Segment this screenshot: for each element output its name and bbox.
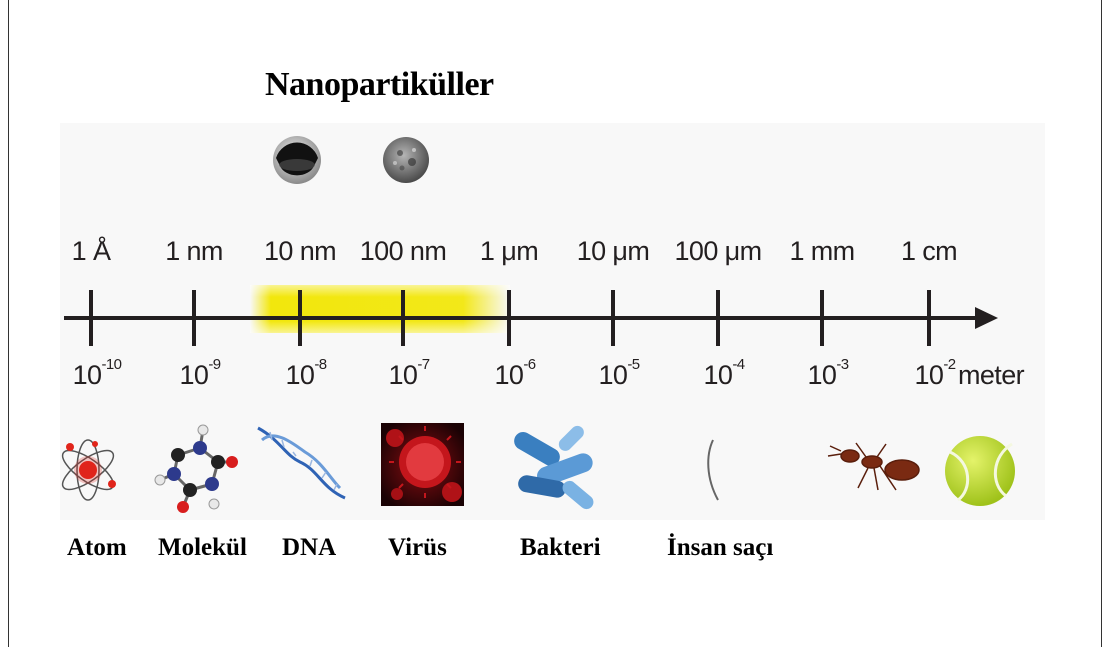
exponent-power: -9 (208, 356, 220, 373)
axis-arrow-head (975, 307, 998, 329)
exponent-base: 10 (495, 360, 524, 390)
exponent-power: -6 (523, 356, 535, 373)
scale-exponent-label: 10-2 (915, 360, 956, 391)
tennis-ball-icon (945, 436, 1015, 506)
scale-exponent-label: 10-9 (180, 360, 221, 391)
scale-exponent-label: 10-7 (389, 360, 430, 391)
exponent-base: 10 (808, 360, 837, 390)
nanoparticle-shell-icon (273, 136, 321, 184)
label-molecule: Molekül (158, 534, 247, 562)
exponent-power: -5 (627, 356, 639, 373)
highlight-soft-edge (250, 285, 510, 333)
scale-top-label: 1 mm (789, 236, 854, 267)
label-atom: Atom (67, 534, 127, 562)
scale-exponent-label: 10-4 (704, 360, 745, 391)
molecule-icon (155, 425, 238, 513)
scale-top-label: 1 μm (480, 236, 538, 267)
exponent-power: -10 (101, 356, 121, 373)
exponent-base: 10 (915, 360, 944, 390)
scale-top-label: 100 μm (675, 236, 762, 267)
exponent-power: -2 (943, 356, 955, 373)
exponent-base: 10 (73, 360, 102, 390)
exponent-power: -4 (732, 356, 744, 373)
exponent-base: 10 (286, 360, 315, 390)
human-hair-icon (708, 440, 718, 500)
scale-top-label: 10 μm (577, 236, 650, 267)
scale-top-label: 1 Å (72, 236, 111, 267)
label-dna: DNA (282, 534, 336, 562)
scale-top-label: 1 nm (165, 236, 223, 267)
scale-top-label: 100 nm (360, 236, 446, 267)
unit-label: meter (958, 360, 1024, 391)
exponent-power: -3 (836, 356, 848, 373)
scale-top-label: 1 cm (901, 236, 957, 267)
scale-exponent-label: 10-3 (808, 360, 849, 391)
scale-top-label: 10 nm (264, 236, 336, 267)
label-virus: Virüs (388, 534, 447, 562)
exponent-base: 10 (389, 360, 418, 390)
ant-icon (828, 443, 919, 490)
bacteria-icon (511, 423, 596, 512)
scale-exponent-label: 10-5 (599, 360, 640, 391)
label-human-hair: İnsan saçı (667, 534, 773, 562)
atom-icon (57, 440, 119, 500)
label-bacteria: Bakteri (520, 534, 601, 562)
scale-exponent-label: 10-10 (73, 360, 122, 391)
nanoparticle-solid-icon (383, 137, 429, 183)
exponent-base: 10 (599, 360, 628, 390)
exponent-base: 10 (704, 360, 733, 390)
exponent-power: -8 (314, 356, 326, 373)
exponent-base: 10 (180, 360, 209, 390)
scale-exponent-label: 10-8 (286, 360, 327, 391)
dna-icon (258, 428, 345, 498)
scale-exponent-label: 10-6 (495, 360, 536, 391)
virus-icon (381, 423, 464, 506)
exponent-power: -7 (417, 356, 429, 373)
